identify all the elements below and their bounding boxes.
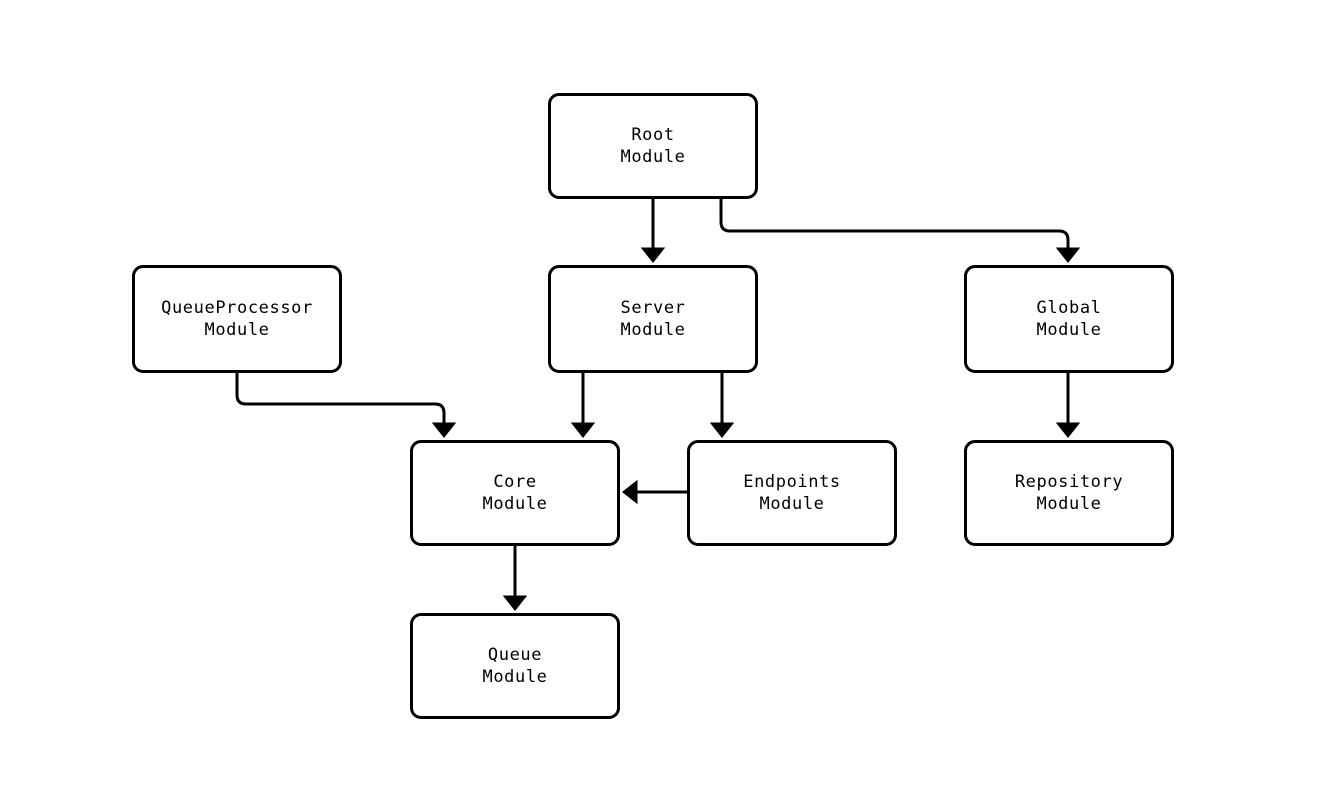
node-queueprocessor-suffix: Module bbox=[204, 320, 270, 340]
node-core-suffix: Module bbox=[482, 494, 548, 514]
edge-queueprocessor-to-core bbox=[235, 373, 457, 438]
node-endpoints-suffix: Module bbox=[759, 494, 825, 514]
node-root-name: Root bbox=[631, 125, 675, 145]
node-queue-suffix: Module bbox=[482, 667, 548, 687]
node-global-suffix: Module bbox=[1036, 320, 1102, 340]
node-core-name: Core bbox=[493, 472, 537, 492]
node-server-suffix: Module bbox=[620, 320, 686, 340]
node-server-name: Server bbox=[620, 298, 686, 318]
node-queue-name: Queue bbox=[487, 645, 543, 665]
edge-root-to-global bbox=[719, 199, 1081, 263]
node-queueprocessor-name: QueueProcessor bbox=[161, 298, 313, 318]
node-repository-suffix: Module bbox=[1036, 494, 1102, 514]
node-endpoints-name: Endpoints bbox=[743, 472, 841, 492]
node-repository-name: Repository bbox=[1014, 472, 1124, 492]
node-root-suffix: Module bbox=[620, 147, 686, 167]
node-global-name: Global bbox=[1036, 298, 1102, 318]
